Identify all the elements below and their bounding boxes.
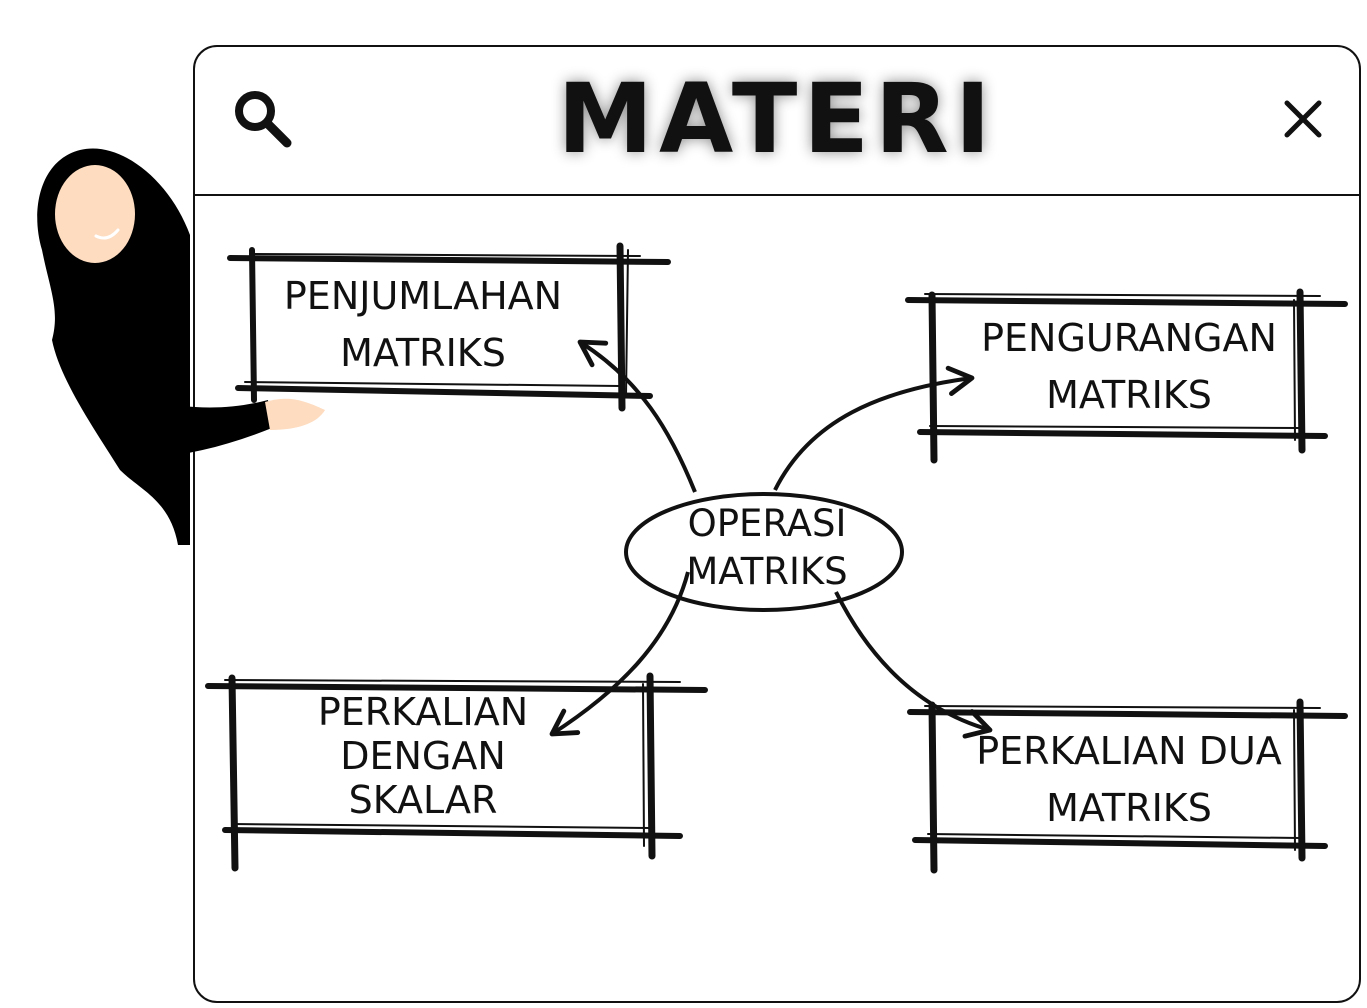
presenter-illustration: [37, 148, 325, 546]
node-pengurangan-line1: PENGURANGAN: [981, 316, 1277, 360]
box-penjumlahan: [227, 242, 671, 412]
center-node-line1: OPERASI: [687, 502, 847, 545]
node-penjumlahan-line1: PENJUMLAHAN: [283, 274, 563, 318]
search-icon[interactable]: [231, 87, 295, 151]
node-penjumlahan: PENJUMLAHAN MATRIKS: [262, 268, 584, 382]
arrow-to-penjumlahan: [577, 339, 697, 493]
node-skalar-line2: DENGAN: [340, 734, 506, 778]
arrow-to-pengurangan: [773, 365, 975, 491]
close-icon[interactable]: [1281, 97, 1325, 141]
node-perkalian-dua: PERKALIAN DUA MATRIKS: [958, 723, 1300, 837]
node-pengurangan-line2: MATRIKS: [1046, 373, 1212, 417]
page-title: MATERI: [557, 63, 997, 175]
node-penjumlahan-line2: MATRIKS: [340, 331, 506, 375]
arrow-to-perkalian-dua: [834, 591, 993, 739]
box-skalar: [205, 672, 708, 872]
arrow-to-skalar: [549, 571, 690, 737]
node-skalar-line3: SKALAR: [348, 778, 498, 822]
center-node-line2: MATRIKS: [686, 550, 848, 593]
center-node: OPERASI MATRIKS: [664, 500, 870, 596]
node-perkalian-dua-line1: PERKALIAN DUA: [976, 729, 1282, 773]
node-skalar: PERKALIAN DENGAN SKALAR: [282, 690, 564, 822]
center-ellipse: [624, 492, 904, 612]
box-pengurangan: [905, 288, 1348, 464]
node-pengurangan: PENGURANGAN MATRIKS: [968, 310, 1290, 424]
node-skalar-line1: PERKALIAN: [317, 690, 529, 734]
title-bar: MATERI: [195, 47, 1359, 196]
node-perkalian-dua-line2: MATRIKS: [1046, 786, 1212, 830]
